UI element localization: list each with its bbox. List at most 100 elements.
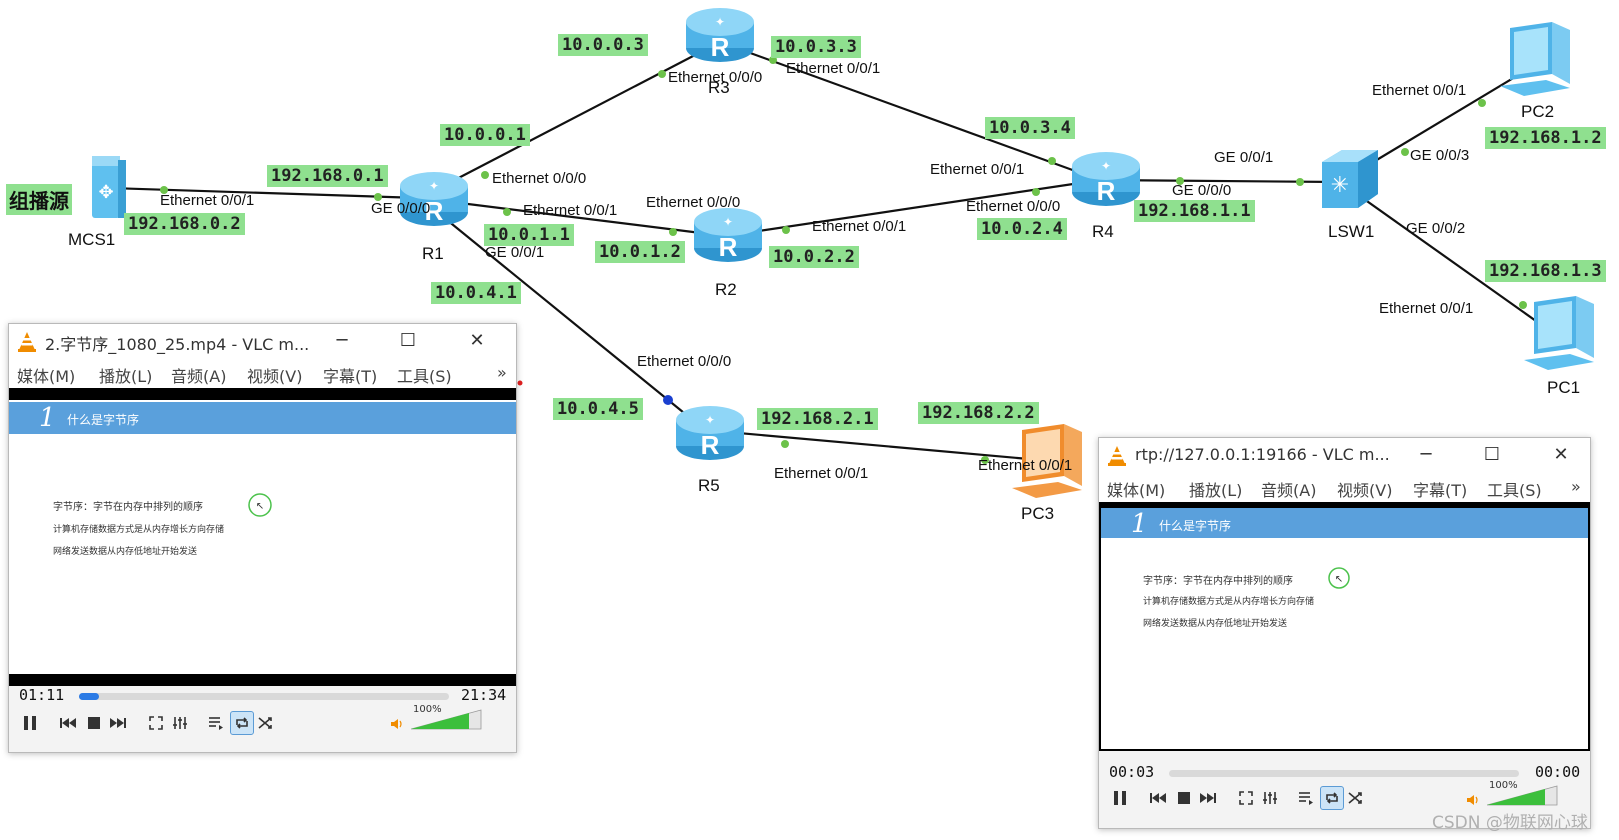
volume-percent: 100% [413, 704, 442, 715]
port-label: GE 0/0/1 [1214, 149, 1274, 166]
menu-playback[interactable]: 播放(L) [1189, 481, 1243, 500]
speaker-icon[interactable] [391, 718, 405, 730]
shuffle-button[interactable] [1345, 787, 1367, 809]
volume-slider[interactable]: 100% [1486, 780, 1559, 806]
router-icon-r1[interactable]: ✦ R [396, 166, 472, 230]
shuffle-button[interactable] [255, 712, 277, 734]
vlc-window-left[interactable]: 2.字节序_1080_25.mp4 - VLC m... ─ ☐ ✕ 媒体(M)… [8, 323, 517, 753]
menu-audio[interactable]: 音频(A) [1261, 481, 1317, 500]
svg-text:✦: ✦ [1101, 159, 1111, 173]
slide-number: 1 [1131, 509, 1148, 539]
loop-button[interactable] [1320, 786, 1344, 810]
menu-subtitle[interactable]: 字幕(T) [1413, 481, 1468, 500]
link-r1-r3 [419, 41, 721, 199]
svg-text:R: R [701, 430, 720, 460]
port-label: Ethernet 0/0/1 [1379, 300, 1474, 317]
close-button[interactable]: ✕ [469, 330, 485, 351]
vlc-cone-icon [18, 332, 36, 352]
router-icon-r2[interactable]: ✦ R [690, 202, 766, 266]
menu-video[interactable]: 视频(V) [247, 367, 303, 386]
extended-settings-button[interactable] [169, 712, 191, 734]
router-icon-r4[interactable]: ✦ R [1068, 146, 1144, 210]
slide-line: 网络发送数据从内存低地址开始发送 [53, 547, 198, 557]
menu-subtitle[interactable]: 字幕(T) [323, 367, 378, 386]
menu-overflow[interactable]: » [1571, 477, 1581, 496]
next-button[interactable] [107, 712, 129, 734]
port-label: Ethernet 0/0/0 [646, 194, 741, 211]
maximize-button[interactable]: ☐ [1483, 444, 1501, 465]
slide-line: 字节序：字节在内存中排列的顺序 [53, 502, 203, 513]
port-dot [669, 228, 677, 236]
svg-text:✳: ✳ [1331, 173, 1349, 198]
pause-button[interactable] [17, 710, 43, 736]
menu-playback[interactable]: 播放(L) [99, 367, 153, 386]
video-letterbox [1099, 502, 1590, 508]
device-name-r3: R3 [708, 78, 730, 97]
pc-icon-pc3[interactable] [1008, 424, 1088, 504]
pc-icon-pc1[interactable] [1520, 296, 1600, 376]
minimize-button[interactable]: ─ [1420, 444, 1432, 465]
speaker-icon[interactable] [1467, 794, 1481, 806]
seek-bar[interactable] [1169, 770, 1519, 777]
menu-video[interactable]: 视频(V) [1337, 481, 1393, 500]
time-elapsed: 01:11 [19, 686, 65, 704]
device-name-mcs1: MCS1 [68, 230, 116, 249]
video-area[interactable]: 1 什么是字节序 字节序：字节在内存中排列的顺序 计算机存储数据方式是从内存增长… [1099, 508, 1590, 751]
menu-media[interactable]: 媒体(M) [1107, 481, 1166, 500]
port-dot [981, 456, 989, 464]
next-button[interactable] [1197, 787, 1219, 809]
menu-audio[interactable]: 音频(A) [171, 367, 227, 386]
playlist-button[interactable] [205, 712, 227, 734]
router-icon-r3[interactable]: ✦ R [682, 2, 758, 66]
menu-media[interactable]: 媒体(M) [17, 367, 76, 386]
title-bar[interactable]: 2.字节序_1080_25.mp4 - VLC m... ─ ☐ ✕ [9, 324, 516, 358]
previous-button[interactable] [1147, 787, 1169, 809]
vlc-window-right[interactable]: rtp://127.0.0.1:19166 - VLC m... ─ ☐ ✕ 媒… [1098, 437, 1591, 829]
stop-button[interactable] [83, 712, 105, 734]
cursor-highlight-icon: ↖ [248, 493, 272, 517]
seek-bar[interactable] [79, 693, 449, 700]
link-r3-r4 [719, 40, 1101, 182]
device-name-r5: R5 [698, 476, 720, 495]
router-icon-r5[interactable]: ✦ R [672, 400, 748, 464]
ip-label: 192.168.0.2 [124, 213, 245, 235]
port-label: Ethernet 0/0/1 [786, 60, 881, 77]
close-button[interactable]: ✕ [1553, 444, 1569, 465]
menu-tools[interactable]: 工具(S) [1487, 481, 1542, 500]
server-icon[interactable]: ✥ [88, 152, 128, 224]
port-dots [160, 56, 1527, 464]
port-label: Ethernet 0/0/0 [668, 69, 763, 86]
fullscreen-button[interactable] [145, 712, 167, 734]
minimize-button[interactable]: ─ [336, 330, 348, 351]
slide-line: 网络发送数据从内存低地址开始发送 [1143, 619, 1288, 629]
stop-button[interactable] [1173, 787, 1195, 809]
fullscreen-button[interactable] [1235, 787, 1257, 809]
volume-slider[interactable]: 100% [410, 704, 483, 730]
video-letterbox [9, 388, 516, 400]
port-dot [1176, 177, 1184, 185]
loop-button[interactable] [230, 711, 254, 735]
ip-label: 192.168.2.1 [757, 408, 878, 430]
video-letterbox [9, 674, 516, 686]
pause-button[interactable] [1107, 785, 1133, 811]
menu-overflow[interactable]: » [497, 363, 507, 382]
port-dot [1296, 178, 1304, 186]
title-bar[interactable]: rtp://127.0.0.1:19166 - VLC m... ─ ☐ ✕ [1099, 438, 1590, 472]
switch-icon-lsw1[interactable]: ✳ [1316, 148, 1384, 214]
ip-label: 10.0.4.5 [553, 398, 643, 420]
svg-text:✦: ✦ [705, 413, 715, 427]
watermark: CSDN @物联网心球 [1432, 813, 1588, 833]
previous-button[interactable] [57, 712, 79, 734]
maximize-button[interactable]: ☐ [399, 330, 417, 351]
ip-label: 192.168.0.1 [267, 165, 388, 187]
time-elapsed: 00:03 [1109, 763, 1155, 781]
pc-icon-pc2[interactable] [1496, 22, 1576, 102]
video-area[interactable]: 1 什么是字节序 字节序：字节在内存中排列的顺序 计算机存储数据方式是从内存增长… [9, 400, 516, 674]
extended-settings-button[interactable] [1259, 787, 1281, 809]
port-label: GE 0/0/1 [485, 244, 545, 261]
playlist-button[interactable] [1295, 787, 1317, 809]
ip-label: 10.0.3.3 [771, 36, 861, 58]
port-label: Ethernet 0/0/1 [812, 218, 907, 235]
port-dot [658, 70, 666, 78]
menu-tools[interactable]: 工具(S) [397, 367, 452, 386]
